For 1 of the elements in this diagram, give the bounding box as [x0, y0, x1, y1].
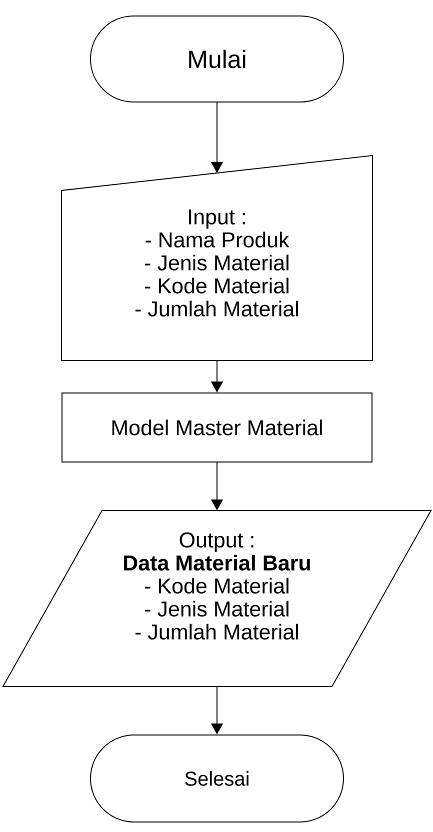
- process-box: Model Master Material: [62, 392, 372, 462]
